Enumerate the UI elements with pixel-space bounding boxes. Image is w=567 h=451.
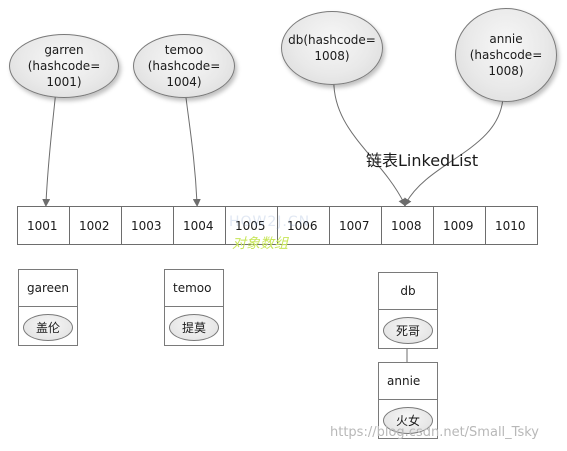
object-divider bbox=[379, 399, 437, 400]
object-value: 提莫 bbox=[169, 314, 219, 341]
object-name: temoo bbox=[173, 281, 212, 295]
arrow-db bbox=[333, 74, 406, 207]
bubble-label: annie (hashcode= 1008) bbox=[469, 32, 543, 78]
object-name: gareen bbox=[27, 281, 70, 295]
array-cell: 1010 bbox=[495, 218, 526, 233]
object-db: db 死哥 bbox=[378, 272, 438, 349]
array-cell: 1007 bbox=[330, 207, 382, 244]
bubble-db: db(hashcode= 1008) bbox=[281, 11, 383, 85]
object-gareen: gareen 盖伦 bbox=[18, 269, 78, 346]
array-cell: 1008 bbox=[382, 207, 434, 244]
array-cell: 1009 bbox=[434, 207, 486, 244]
object-annie: annie 火女 bbox=[378, 362, 438, 439]
arrow-temoo bbox=[184, 89, 201, 207]
object-name: db bbox=[400, 284, 416, 298]
arrow-annie bbox=[404, 96, 504, 207]
object-value: 死哥 bbox=[383, 317, 433, 344]
bubble-temoo: temoo (hashcode= 1004) bbox=[133, 34, 235, 98]
object-value: 盖伦 bbox=[23, 314, 73, 341]
object-divider bbox=[379, 309, 437, 310]
bubble-annie: annie (hashcode= 1008) bbox=[455, 8, 557, 102]
object-name: annie bbox=[387, 374, 421, 388]
array-cell: 1002 bbox=[70, 207, 122, 244]
bubble-label: temoo (hashcode= 1004) bbox=[147, 43, 221, 89]
object-temoo: temoo 提莫 bbox=[164, 269, 224, 346]
array-cell: 1005 bbox=[226, 207, 278, 244]
array-cell: 1004 bbox=[174, 207, 226, 244]
bubble-label: db(hashcode= 1008) bbox=[288, 33, 376, 63]
array-cell: 1003 bbox=[122, 207, 174, 244]
bubble-garren: garren (hashcode= 1001) bbox=[9, 34, 119, 98]
object-divider bbox=[165, 306, 223, 307]
linked-list-label: 链表LinkedList bbox=[366, 151, 479, 170]
object-divider bbox=[19, 306, 77, 307]
object-value: 火女 bbox=[383, 407, 433, 434]
array-cell: 1001 bbox=[18, 207, 70, 244]
overlay-subtitle: 对象数组 bbox=[232, 236, 288, 252]
bubble-label: garren (hashcode= 1001) bbox=[27, 43, 101, 89]
watermark: https://blog.csdn.net/Small_Tsky bbox=[330, 425, 539, 440]
overlay-brand: HOW2J.CN bbox=[229, 214, 311, 230]
array-cell: 1006 bbox=[278, 207, 330, 244]
hash-array: 1001 1002 1003 1004 1005 1006 1007 1008 … bbox=[17, 206, 538, 245]
arrow-garren bbox=[42, 89, 57, 207]
